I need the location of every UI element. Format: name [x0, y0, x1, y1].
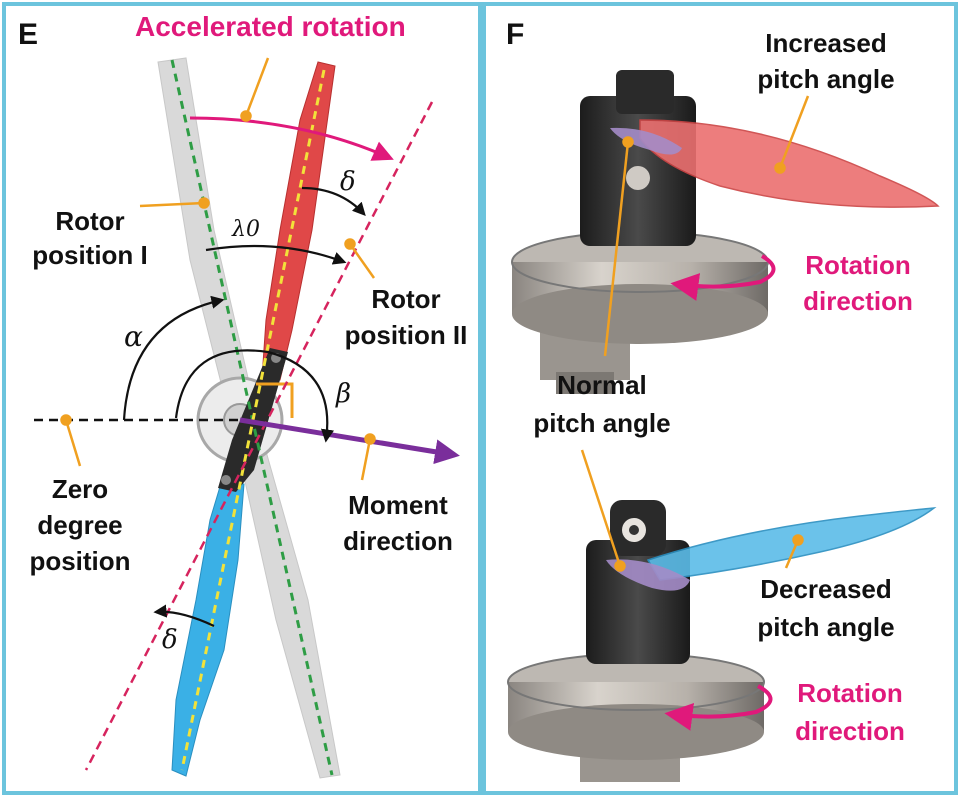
accelerated-rotation-arrow — [189, 116, 394, 161]
pink-axis-line — [84, 101, 434, 771]
top-motor-assembly — [511, 70, 769, 394]
lambda-arc — [205, 244, 347, 265]
rotation-arrow-bottom — [664, 684, 773, 731]
decreased-pitch-label-line2: pitch angle — [757, 612, 894, 642]
delta-top-arc — [301, 186, 366, 216]
rotor-position-2-label-line2: position II — [345, 320, 468, 350]
lambda-zero-symbol: λ0 — [231, 217, 260, 242]
delta-bottom-symbol: δ — [162, 625, 178, 655]
rotation-direction-bottom-line2: direction — [795, 716, 905, 746]
panel-f-border — [482, 2, 958, 795]
panel-f-letter: F — [506, 18, 524, 51]
rotor-position-1-label-line2: position I — [32, 240, 148, 270]
leader-lines-e — [60, 57, 376, 481]
leader-lines-f — [580, 95, 810, 572]
rotor-position-2-label-line1: Rotor — [371, 284, 440, 314]
delta-bottom-arc — [153, 604, 215, 627]
normal-pitch-blade-top — [610, 127, 682, 155]
arm-screw-bottom — [221, 475, 231, 485]
increased-pitch-label-line2: pitch angle — [757, 64, 894, 94]
rotation-direction-bottom-line1: Rotation — [797, 678, 902, 708]
alpha-arc — [122, 295, 225, 421]
rotation-direction-top-line1: Rotation — [805, 250, 910, 280]
normal-pitch-blade-bottom — [606, 559, 690, 591]
orange-bracket — [256, 382, 294, 418]
delta-top-symbol: δ — [340, 167, 356, 197]
normal-pitch-label-line1: Normal — [557, 370, 647, 400]
increased-pitch-label-line1: Increased — [765, 28, 886, 58]
panel-e-letter: E — [18, 18, 38, 51]
rotor-position-1-label-line1: Rotor — [55, 206, 124, 236]
accelerated-rotation-label: Accelerated rotation — [135, 11, 406, 42]
zero-degree-label-line2: degree — [37, 510, 122, 540]
increased-pitch-blade — [639, 119, 940, 208]
beta-arc — [174, 349, 335, 443]
decreased-pitch-blade — [646, 507, 937, 581]
moment-direction-label-line2: direction — [343, 526, 453, 556]
red-blade — [261, 61, 336, 381]
moment-arrow — [239, 417, 460, 465]
beta-symbol: β — [335, 379, 351, 409]
normal-pitch-label-line2: pitch angle — [533, 408, 670, 438]
panel-e-border — [2, 2, 482, 795]
zero-degree-label-line1: Zero — [52, 474, 108, 504]
moment-direction-label-line1: Moment — [348, 490, 448, 520]
rotation-arrow-top — [670, 254, 776, 301]
alpha-symbol: α — [124, 320, 143, 353]
rotation-direction-top-line2: direction — [803, 286, 913, 316]
decreased-pitch-label-line1: Decreased — [760, 574, 892, 604]
zero-degree-label-line3: position — [29, 546, 130, 576]
bottom-motor-assembly — [507, 500, 765, 782]
